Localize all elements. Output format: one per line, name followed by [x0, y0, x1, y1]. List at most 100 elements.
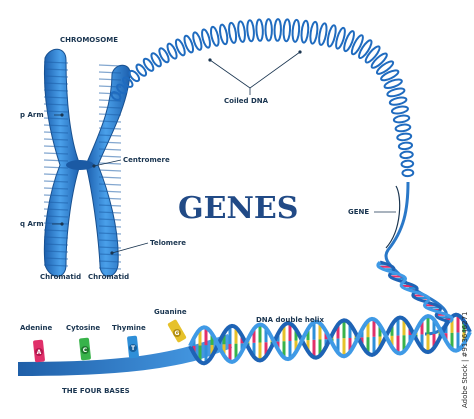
band-right — [98, 134, 122, 137]
label-chromatid-right: Chromatid — [88, 273, 129, 281]
coil-loop — [397, 141, 414, 151]
coil-loop — [335, 26, 346, 50]
label-q-arm: q Arm — [20, 220, 44, 228]
band-right — [98, 127, 122, 130]
band-right — [98, 71, 122, 74]
band-right — [98, 232, 122, 235]
base-letter-c: C — [83, 347, 88, 354]
dna-double-helix — [188, 260, 472, 366]
coil-loop — [166, 42, 178, 60]
coil-loop — [396, 132, 413, 142]
coil-loop — [390, 105, 409, 115]
coil-loop — [388, 96, 408, 106]
band-left — [43, 152, 69, 155]
band-left — [43, 222, 69, 225]
label-dna-double-helix: DNA double helix — [256, 316, 324, 324]
coil-loop — [343, 30, 355, 53]
band-right — [98, 246, 122, 249]
band-right — [98, 197, 122, 200]
label-four-bases: THE FOUR BASES — [62, 387, 130, 395]
coil-loop — [370, 52, 388, 69]
band-left — [43, 124, 69, 127]
label-chromatid-left: Chromatid — [40, 273, 81, 281]
band-right — [98, 155, 122, 158]
band-left — [43, 257, 69, 260]
coil-loop — [400, 159, 415, 169]
band-left — [43, 75, 69, 78]
base-adenine: A — [33, 339, 45, 363]
coil-loop — [401, 168, 415, 178]
band-left — [43, 236, 69, 239]
coil-loop — [399, 150, 414, 160]
band-left — [43, 61, 69, 64]
base-strip — [18, 334, 232, 376]
band-right — [98, 64, 122, 67]
band-left — [43, 117, 69, 120]
band-right — [98, 218, 122, 221]
coil-loop — [246, 19, 255, 43]
coil-loop — [128, 69, 141, 83]
band-right — [98, 190, 122, 193]
chromatid-left-shape — [43, 48, 81, 277]
band-left — [43, 215, 69, 218]
band-right — [98, 253, 122, 256]
band-left — [43, 89, 69, 92]
helix-strand-2 — [188, 314, 472, 364]
band-right — [98, 239, 122, 242]
band-left — [43, 138, 69, 141]
coil-loop — [150, 52, 162, 68]
band-right — [98, 148, 122, 151]
coil-loop — [350, 34, 364, 56]
band-left — [43, 208, 69, 211]
coil-loop — [237, 20, 246, 43]
band-left — [43, 68, 69, 71]
band-left — [43, 166, 69, 169]
label-adenine: Adenine — [20, 324, 53, 332]
label-chromosome: CHROMOSOME — [60, 36, 118, 44]
band-right — [98, 176, 122, 179]
coil-loop — [318, 22, 328, 46]
band-left — [43, 131, 69, 134]
coiled-dna — [110, 18, 415, 178]
band-right — [98, 120, 122, 123]
chromosome — [43, 48, 131, 277]
coil-loop — [300, 19, 310, 44]
band-left — [43, 103, 69, 106]
band-left — [43, 264, 69, 267]
band-left — [43, 180, 69, 183]
base-letter-a: A — [37, 349, 42, 356]
coil-loop — [394, 123, 412, 133]
band-right — [98, 106, 122, 109]
band-left — [43, 229, 69, 232]
label-gene: GENE — [348, 208, 369, 216]
band-right — [98, 260, 122, 263]
leader-dots — [60, 50, 302, 255]
leader-lines — [52, 51, 401, 254]
label-centromere: Centromere — [123, 156, 170, 164]
band-right — [98, 267, 122, 270]
coil-loop — [135, 63, 148, 77]
coil-loop — [392, 114, 411, 124]
coil-loop — [201, 28, 211, 49]
band-left — [43, 159, 69, 162]
coil-loop — [183, 34, 195, 54]
label-guanine: Guanine — [154, 308, 187, 316]
coil-loop — [309, 20, 319, 45]
diagram-title: GENES — [178, 191, 298, 226]
stock-id: Adobe Stock | #913646271 — [461, 312, 469, 409]
coil-loop — [209, 25, 220, 47]
helix-strand-upper-2 — [376, 260, 454, 324]
band-right — [98, 141, 122, 144]
coil-loop — [110, 91, 122, 101]
label-telomere: Telomere — [150, 239, 186, 247]
band-right — [98, 211, 122, 214]
coil-loop — [158, 47, 170, 64]
label-p-arm: p Arm — [20, 111, 44, 119]
coil-loop — [228, 21, 238, 44]
base-letter-t: T — [131, 345, 136, 352]
band-left — [43, 243, 69, 246]
coil-loop — [386, 87, 406, 98]
band-left — [43, 82, 69, 85]
band-left — [43, 173, 69, 176]
coil-loop — [255, 18, 264, 42]
